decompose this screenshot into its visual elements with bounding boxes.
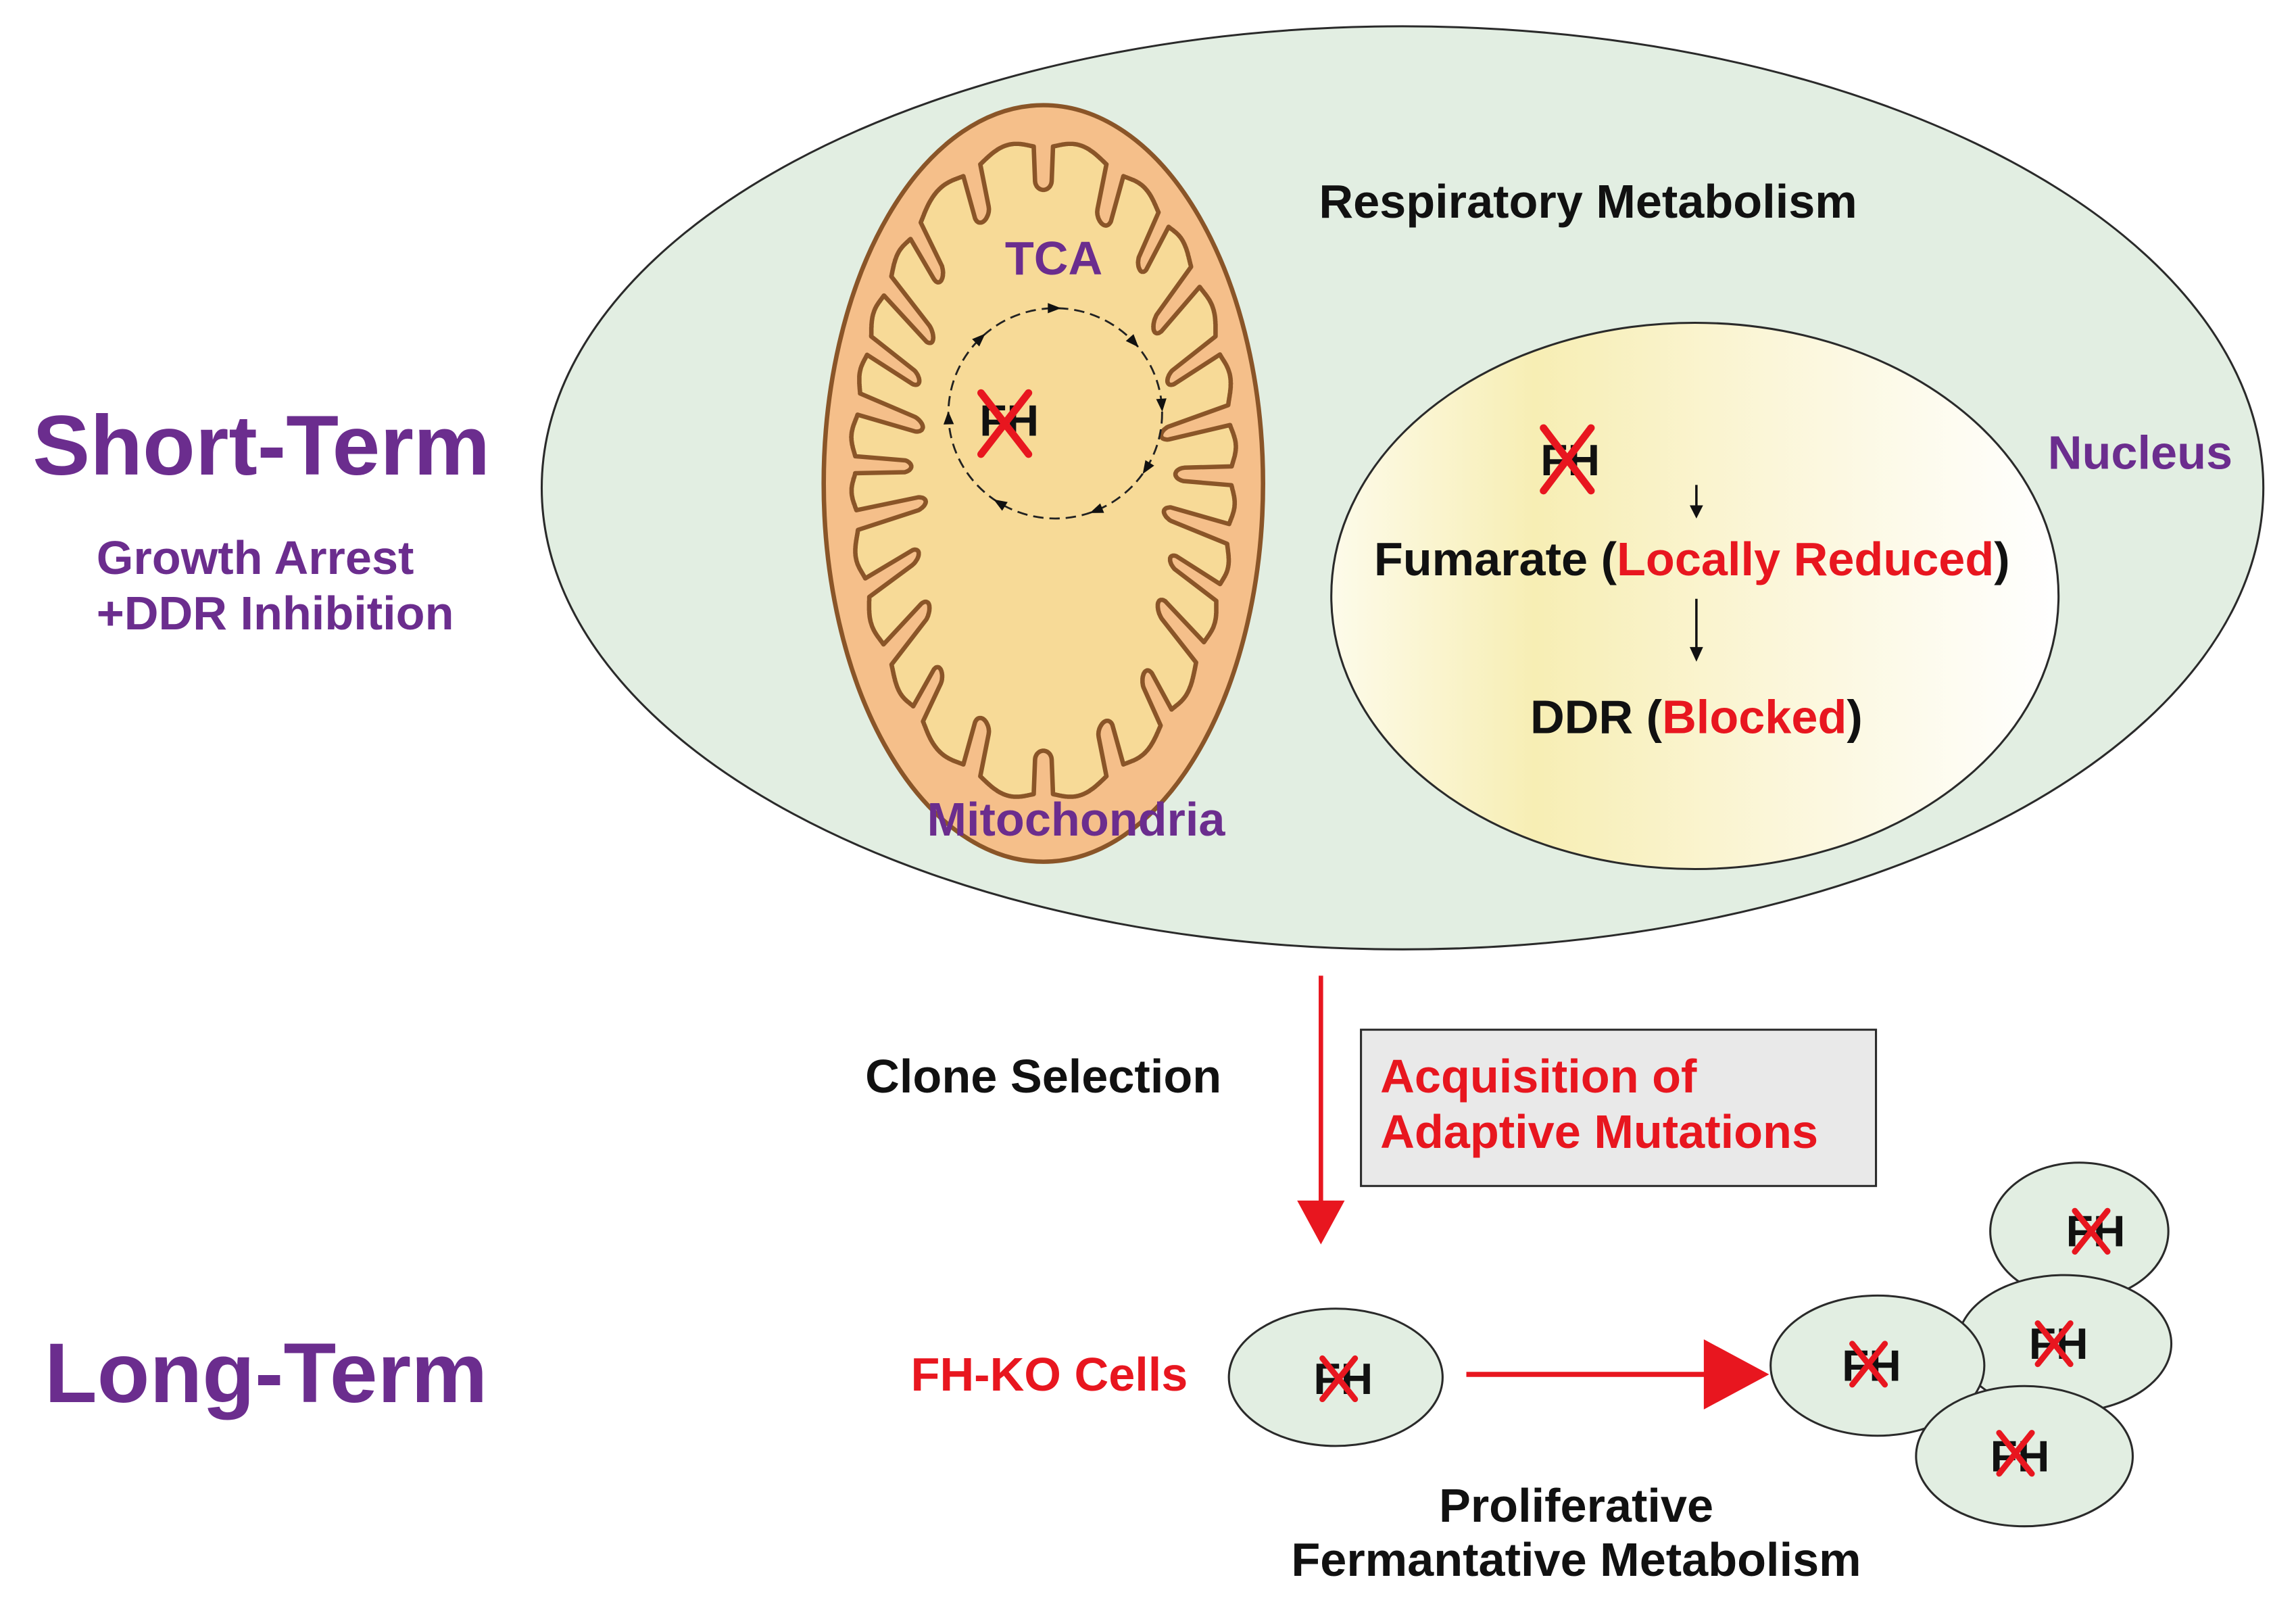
tca-arrowhead bbox=[1142, 460, 1154, 475]
tca-arrowhead bbox=[1090, 503, 1104, 513]
nucleus-label: Nucleus bbox=[2048, 427, 2232, 479]
short-term-cell: Respiratory Metabolism TCA FH bbox=[540, 25, 2265, 951]
mitochondrion: TCA FH bbox=[821, 103, 1265, 864]
cluster-cell: FH bbox=[1989, 1161, 2170, 1301]
adaptive-mutations-box: Acquisition of Adaptive Mutations bbox=[1360, 1028, 1878, 1187]
tca-label: TCA bbox=[1005, 233, 1102, 285]
mitochondria-label: Mitochondria bbox=[927, 793, 1226, 845]
cluster-cell-membrane bbox=[1915, 1385, 2134, 1528]
tca-arrowhead bbox=[994, 499, 1008, 511]
down-arrow-icon bbox=[1689, 598, 1703, 662]
ddr-close-paren: ) bbox=[1847, 691, 1862, 743]
fh-knockout-x-icon bbox=[1849, 1341, 1888, 1388]
respiratory-metabolism-label: Respiratory Metabolism bbox=[1319, 175, 1857, 227]
adaptive-mutations-line-1: Acquisition of bbox=[1380, 1051, 1697, 1103]
tca-arrowhead bbox=[1048, 303, 1062, 314]
tca-arrowhead bbox=[1156, 398, 1167, 412]
fumarate-highlight: Locally Reduced bbox=[1617, 533, 1994, 585]
ddr-label: DDR ( bbox=[1530, 691, 1663, 743]
long-term-title: Long-Term bbox=[45, 1326, 488, 1420]
nucleus: FH Fumarate (Locally Reduced) DDR (Block… bbox=[1330, 321, 2060, 870]
ddr-status: DDR (Blocked) bbox=[1530, 691, 1863, 743]
short-term-title: Short-Term bbox=[32, 398, 490, 493]
ddr-highlight: Blocked bbox=[1662, 691, 1847, 743]
fumarate-close-paren: ) bbox=[1994, 533, 2009, 585]
tca-arrowhead bbox=[1125, 334, 1139, 347]
fh-ko-cells-label: FH-KO Cells bbox=[911, 1348, 1188, 1400]
mitochondria-fh-knockout-x-icon bbox=[977, 389, 1033, 458]
tca-arrowhead bbox=[972, 333, 985, 347]
cluster-cell: FH bbox=[1769, 1294, 1986, 1437]
cluster-cell-membrane bbox=[1769, 1294, 1986, 1437]
nucleus-membrane bbox=[1330, 321, 2060, 870]
cluster-cell: FH bbox=[1956, 1274, 2173, 1414]
proliferation-arrow bbox=[1466, 1339, 1769, 1410]
adaptive-mutations-line-2: Adaptive Mutations bbox=[1380, 1106, 1818, 1158]
outcome-line-2: Fermantative Metabolism bbox=[1291, 1534, 1861, 1586]
tca-arrowhead bbox=[943, 411, 954, 425]
fumarate-status: Fumarate (Locally Reduced) bbox=[1374, 533, 2010, 585]
fh-ko-cell: FH bbox=[1227, 1307, 1444, 1447]
cluster-cell: FH bbox=[1915, 1385, 2134, 1528]
outcome-line-1: Proliferative bbox=[1439, 1480, 1713, 1532]
tca-cycle bbox=[943, 303, 1167, 520]
adaptive-mutations-box-frame bbox=[1360, 1028, 1878, 1187]
ddr-inhibition-label: +DDR Inhibition bbox=[97, 587, 454, 640]
fh-knockout-x-icon bbox=[1319, 1355, 1359, 1403]
down-arrow-icon bbox=[1689, 485, 1703, 519]
fumarate-label: Fumarate ( bbox=[1374, 533, 1617, 585]
mitochondrion-cristae bbox=[849, 141, 1238, 799]
fh-knockout-x-icon bbox=[2072, 1207, 2111, 1255]
growth-arrest-label: Growth Arrest bbox=[97, 532, 414, 584]
clone-selection-arrow bbox=[1297, 976, 1345, 1245]
nucleus-fh-knockout-x-icon bbox=[1540, 424, 1595, 495]
proliferating-cell-cluster: FH FH FH FH bbox=[1769, 1161, 2173, 1528]
fh-knockout-x-icon bbox=[1996, 1430, 2035, 1477]
clone-selection-label: Clone Selection bbox=[865, 1051, 1221, 1103]
fh-knockout-x-icon bbox=[2034, 1320, 2074, 1368]
